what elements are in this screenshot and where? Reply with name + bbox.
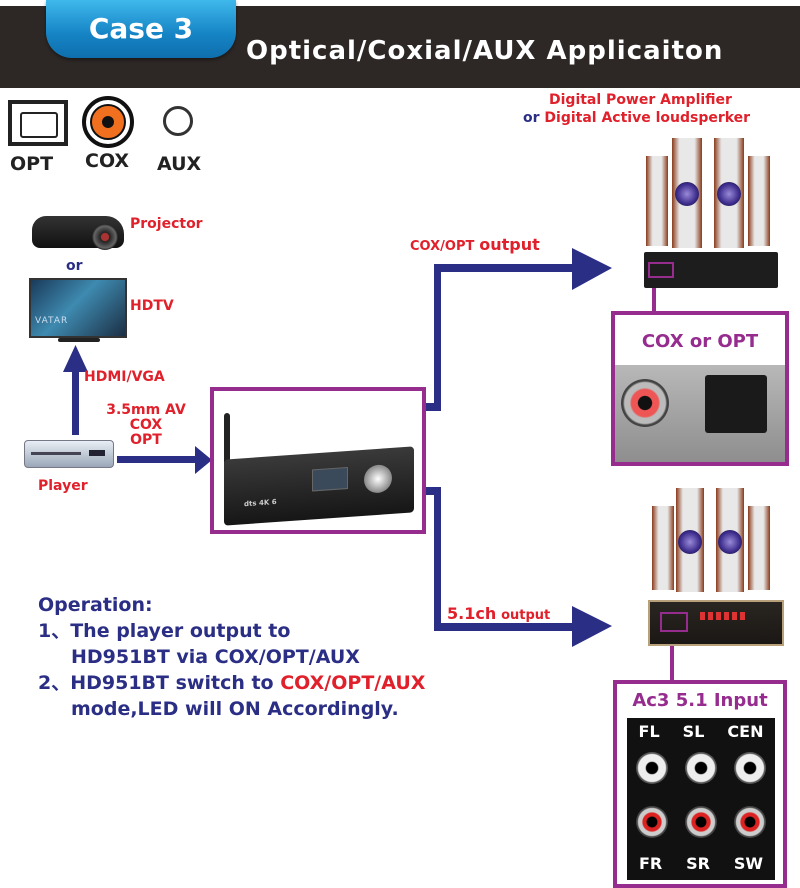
hdtv-stand [58, 338, 100, 342]
top-amplifier-image [644, 252, 778, 288]
or-label: or [66, 258, 83, 274]
device-panel-text: dts 4K 6 [244, 497, 277, 509]
ac3-detail-title: Ac3 5.1 Input [632, 690, 768, 711]
amplifier-title-line1: Digital Power Amplifier [549, 92, 732, 108]
operation-section: Operation: 1、The player output to HD951B… [38, 592, 425, 722]
cox-opt-port-photo [615, 365, 785, 462]
projector-image [32, 210, 127, 252]
channel-sr: SR [686, 854, 710, 873]
hdmi-link-label: HDMI/VGA [84, 369, 165, 385]
hd951bt-device: dts 4K 6 [224, 446, 414, 526]
jack-cen [734, 752, 767, 784]
coaxial-port-icon [82, 96, 134, 148]
top-output-arrow [425, 248, 612, 411]
hdmi-arrow [63, 345, 88, 435]
operation-step1-line2: HD951BT via COX/OPT/AUX [71, 646, 360, 668]
channel-sw: SW [733, 854, 764, 873]
legend-opt-label: OPT [10, 153, 54, 175]
optical-jack-icon [705, 375, 767, 433]
jack-sr [684, 806, 717, 838]
jack-sw [734, 806, 767, 838]
operation-heading: Operation: [38, 594, 153, 616]
channel-fr: FR [638, 854, 663, 873]
player-label: Player [38, 478, 88, 494]
hd951bt-frame: dts 4K 6 [210, 387, 426, 534]
aux-port-icon [163, 106, 193, 136]
player-link-labels: 3.5mm AV COX OPT [104, 403, 188, 448]
top-link-label-small: COX/OPT [410, 239, 475, 254]
bottom-output-arrow [425, 487, 612, 647]
hdtv-label: HDTV [130, 298, 174, 314]
projector-label: Projector [130, 216, 203, 232]
legend-aux-label: AUX [157, 153, 202, 175]
bottom-amplifier-image [648, 600, 784, 646]
channel-fl: FL [638, 722, 660, 741]
operation-step2-line1: 2、HD951BT switch to COX/OPT/AUX [38, 670, 425, 696]
cox-opt-detail-box: COX or OPT [611, 311, 789, 466]
ac3-input-detail-box: Ac3 5.1 Input FL SL CEN FR SR SW [613, 680, 787, 888]
top-leader [652, 276, 656, 312]
active-speaker-text: Digital Active loudsperker [544, 110, 751, 126]
bottom-leader [670, 637, 674, 681]
player-image [24, 440, 114, 468]
operation-step1-line1: 1、The player output to [38, 620, 291, 642]
top-speakers-image [642, 134, 774, 250]
or-text: or [523, 110, 540, 126]
bottom-link-label: 5.1ch output [447, 604, 550, 623]
jack-fr [635, 806, 668, 838]
channel-sl: SL [682, 722, 705, 741]
jack-sl [684, 752, 717, 784]
operation-step2-prefix: 2、HD951BT switch to [38, 672, 281, 694]
player-to-device-arrow [117, 446, 212, 474]
cox-opt-detail-title: COX or OPT [641, 331, 759, 352]
channel-cen: CEN [727, 722, 764, 741]
coaxial-jack-icon [621, 379, 669, 427]
bottom-link-label-big: 5.1ch [447, 604, 497, 623]
amplifier-title-line2: or Digital Active loudsperker [523, 110, 750, 126]
operation-step2-highlight: COX/OPT/AUX [280, 672, 426, 694]
bottom-link-label-small: output [501, 608, 551, 623]
bottom-speakers-image [648, 484, 772, 594]
link-label-opt: OPT [130, 432, 162, 448]
operation-step2-line2: mode,LED will ON Accordingly. [71, 698, 399, 720]
case-tab [46, 0, 236, 58]
legend-cox-label: COX [85, 150, 130, 172]
antenna-icon [224, 413, 230, 469]
case-label: Case 3 [88, 12, 194, 45]
top-link-label: COX/OPT output [410, 235, 540, 254]
hdtv-screen-text: VATAR [35, 316, 69, 326]
page-title: Optical/Coxial/AUX Applicaiton [246, 36, 724, 66]
hdtv-image: VATAR [29, 278, 127, 338]
ac3-jack-panel: FL SL CEN FR SR SW [627, 718, 775, 880]
link-label-cox: COX [129, 417, 163, 433]
optical-port-icon [8, 100, 68, 146]
link-label-av: 3.5mm AV [106, 402, 186, 418]
jack-fl [635, 752, 668, 784]
top-link-label-big: output [479, 235, 540, 254]
